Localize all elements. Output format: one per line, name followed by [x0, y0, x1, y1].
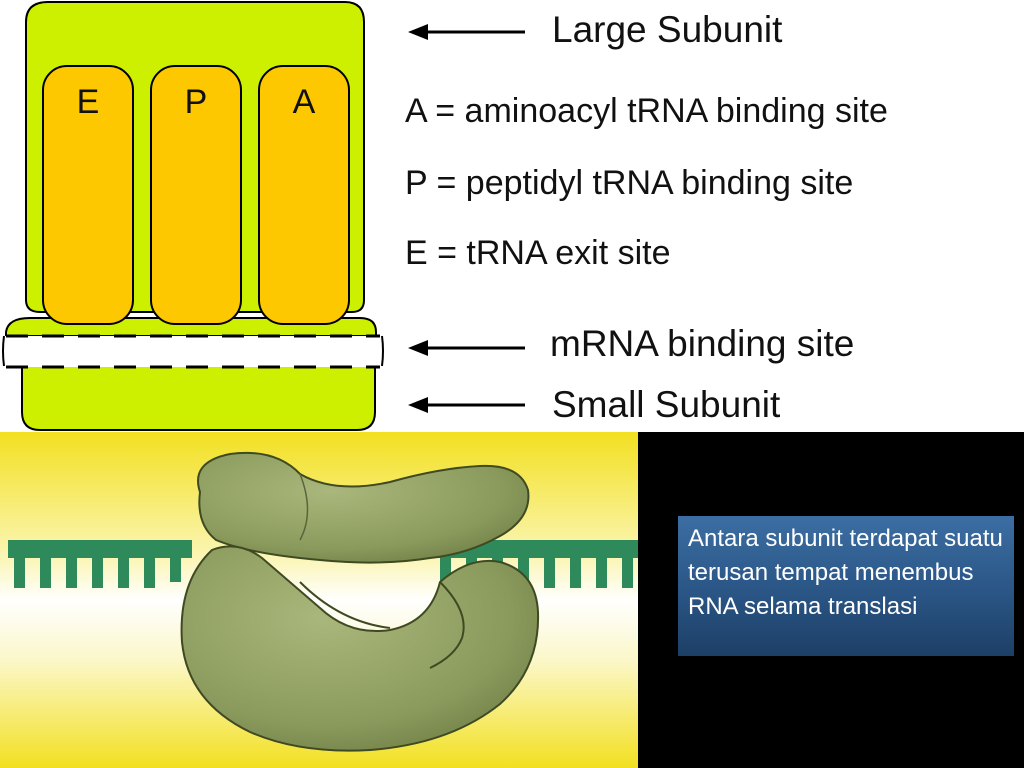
label-p-site-definition: P = peptidyl tRNA binding site [405, 164, 854, 202]
ribosome-schematic-drawing: E P A [2, 0, 525, 431]
label-e-site-definition: E = tRNA exit site [405, 234, 671, 272]
arrow-large-subunit [408, 24, 525, 40]
label-a-site-definition: A = aminoacyl tRNA binding site [405, 92, 888, 130]
e-site: E [42, 65, 134, 325]
a-site: A [258, 65, 350, 325]
caption-panel: Antara subunit terdapat suatu terusan te… [638, 432, 1024, 768]
ribosome-illustration [0, 432, 638, 768]
arrow-small-subunit [408, 397, 525, 413]
label-mrna-binding-site: mRNA binding site [550, 323, 855, 364]
e-site-letter: E [77, 83, 100, 121]
arrow-mrna-binding-site [408, 340, 525, 356]
label-large-subunit: Large Subunit [552, 9, 783, 50]
a-site-letter: A [293, 83, 316, 121]
caption-text: Antara subunit terdapat suatu terusan te… [678, 516, 1014, 656]
ribosome-illustration-drawing [0, 432, 638, 768]
label-small-subunit: Small Subunit [552, 384, 781, 425]
ribosome-schematic: E P A Large Subunit A = aminoacyl tRNA b… [2, 0, 888, 431]
small-subunit-shape [21, 364, 376, 431]
illustration-large-subunit [197, 451, 530, 564]
illustration-small-subunit [180, 545, 540, 752]
mrna-channel [2, 334, 384, 369]
p-site-letter: P [185, 83, 208, 121]
p-site: P [150, 65, 242, 325]
